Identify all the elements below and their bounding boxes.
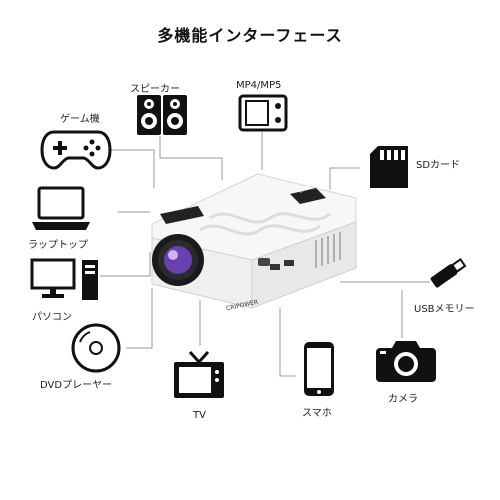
label-usb: USBメモリー [414,304,475,315]
label-phone: スマホ [302,408,332,419]
label-dvd: DVDプレーヤー [40,380,113,391]
page-title: 多機能インターフェース [157,26,343,45]
gamepad-icon [40,130,112,170]
camera-icon [376,341,436,382]
connector-sd [329,167,360,190]
laptop-icon [32,186,90,230]
label-game: ゲーム機 [60,114,100,125]
sd-card-icon [370,146,408,188]
connector-dvd [126,288,153,349]
dvd-disc-icon [71,323,121,373]
connector-pc [100,252,151,277]
tv-icon [174,350,224,398]
projector-image [151,173,357,309]
connector-game [108,149,155,188]
label-speaker: スピーカー [130,84,180,95]
desktop-pc-icon [30,258,98,300]
label-pc: パソコン [32,312,72,323]
mp4-player-icon [238,94,288,132]
label-sd: SDカード [416,160,461,171]
usb-stick-icon [430,258,467,288]
label-camera: カメラ [388,394,418,405]
connector-speaker [159,136,223,180]
connector-phone [279,308,296,377]
speaker-icon [137,95,187,135]
smartphone-icon [304,342,334,396]
label-mp4: MP4/MP5 [236,80,282,91]
label-laptop: ラップトップ [28,240,88,251]
label-tv: TV [193,410,206,421]
